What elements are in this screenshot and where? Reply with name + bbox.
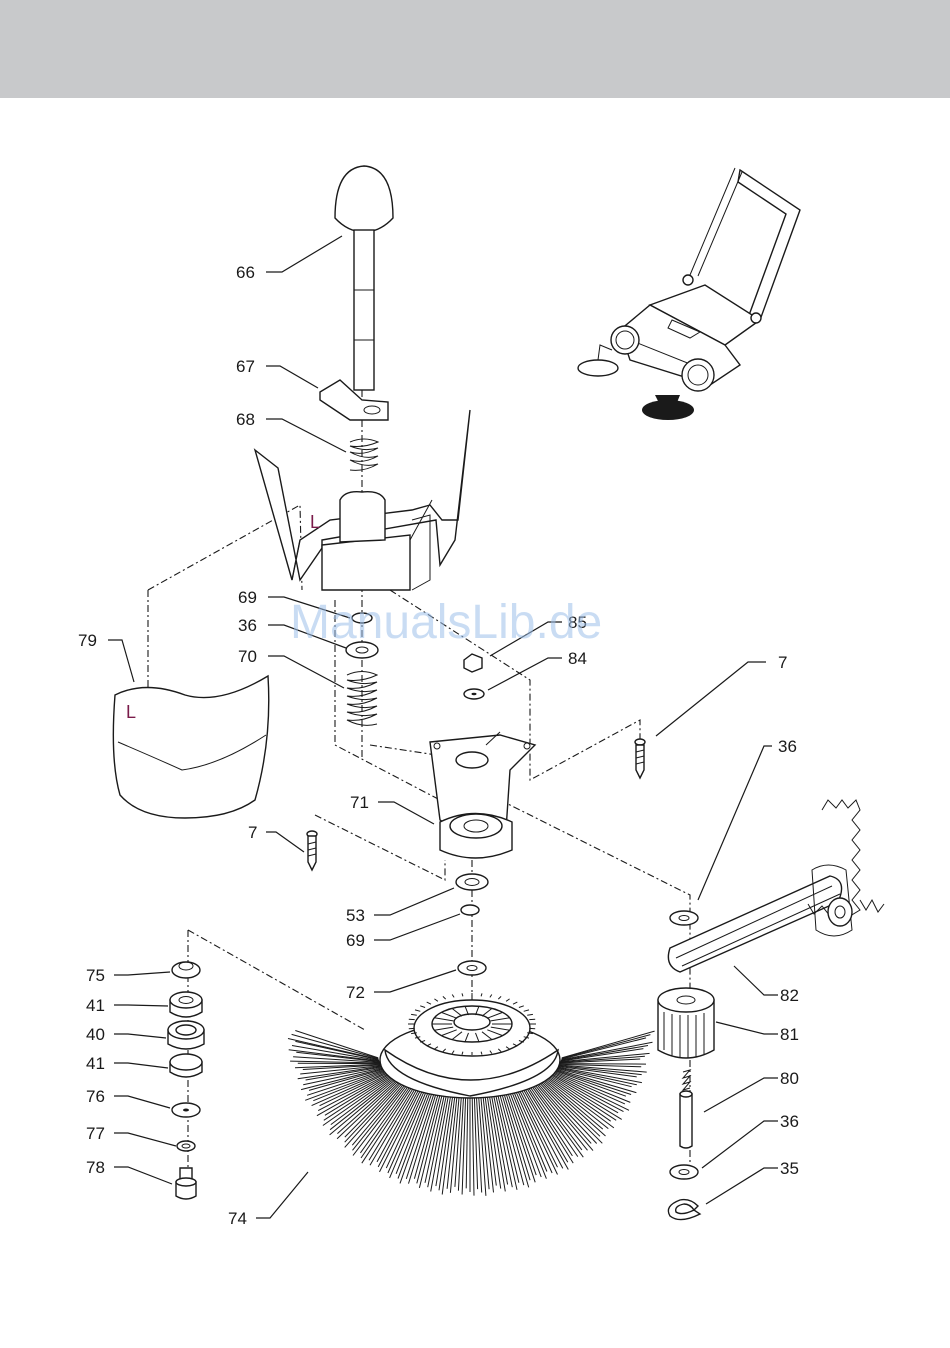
- cover-side-mark: L: [126, 702, 136, 722]
- part-41-bearing-upper: [170, 992, 202, 1017]
- callout-81: 81: [780, 1025, 799, 1044]
- callout-68: 68: [236, 410, 255, 429]
- callout-67: 67: [236, 357, 255, 376]
- callout-40: 40: [86, 1025, 105, 1044]
- part-36-washer-right: [670, 911, 698, 925]
- part-74-side-brush: [288, 993, 655, 1196]
- callout-76: 76: [86, 1087, 105, 1106]
- callout-71: 71: [350, 793, 369, 812]
- part-68-spring: [350, 439, 378, 470]
- part-84-washer: [464, 689, 484, 699]
- part-7-screw-left: [307, 831, 317, 870]
- callout-78: 78: [86, 1158, 105, 1177]
- callout-77: 77: [86, 1124, 105, 1143]
- callout-70: 70: [238, 647, 257, 666]
- part-72-washer: [458, 961, 486, 975]
- housing-side-mark: L: [310, 512, 320, 532]
- callout-36-lower: 36: [780, 1112, 799, 1131]
- part-79-cover: [113, 676, 268, 818]
- callout-66: 66: [236, 263, 255, 282]
- callout-36-right: 36: [778, 737, 797, 756]
- callout-41-lower: 41: [86, 1054, 105, 1073]
- callout-82: 82: [780, 986, 799, 1005]
- callout-74: 74: [228, 1209, 247, 1228]
- callout-84: 84: [568, 649, 587, 668]
- callout-7-right: 7: [778, 653, 787, 672]
- callout-53: 53: [346, 906, 365, 925]
- part-81-pulley: [658, 988, 714, 1058]
- part-71-gear-housing: [440, 814, 512, 859]
- callout-79: 79: [78, 631, 97, 650]
- drive-wheel-gear: [808, 800, 884, 936]
- part-35-e-clip: [668, 1200, 700, 1220]
- callout-35: 35: [780, 1159, 799, 1178]
- part-85-nut: [464, 654, 482, 672]
- part-40-bearing: [168, 1021, 204, 1049]
- callout-75: 75: [86, 966, 105, 985]
- callout-36-upper: 36: [238, 616, 257, 635]
- sweeper-overview-illustration: [578, 168, 800, 420]
- part-78-screw: [176, 1168, 196, 1199]
- callout-69-upper: 69: [238, 588, 257, 607]
- part-53-washer: [456, 874, 488, 890]
- part-77-lock-washer: [177, 1141, 195, 1151]
- callout-7-left: 7: [248, 823, 257, 842]
- part-70-spring: [347, 672, 377, 726]
- part-80-shaft: [680, 1070, 692, 1148]
- part-76-washer: [172, 1103, 200, 1117]
- callout-41-upper: 41: [86, 996, 105, 1015]
- part-69-ring-lower: [461, 905, 479, 915]
- part-7-screw-right: [635, 739, 645, 778]
- callout-72: 72: [346, 983, 365, 1002]
- part-66-handle: [335, 166, 393, 390]
- watermark: ManualsLib.de: [290, 596, 602, 649]
- part-75-cap: [172, 962, 200, 978]
- callout-69-lower: 69: [346, 931, 365, 950]
- callout-80: 80: [780, 1069, 799, 1088]
- part-41-bearing-lower: [170, 1054, 202, 1077]
- part-36-washer-lower: [670, 1165, 698, 1179]
